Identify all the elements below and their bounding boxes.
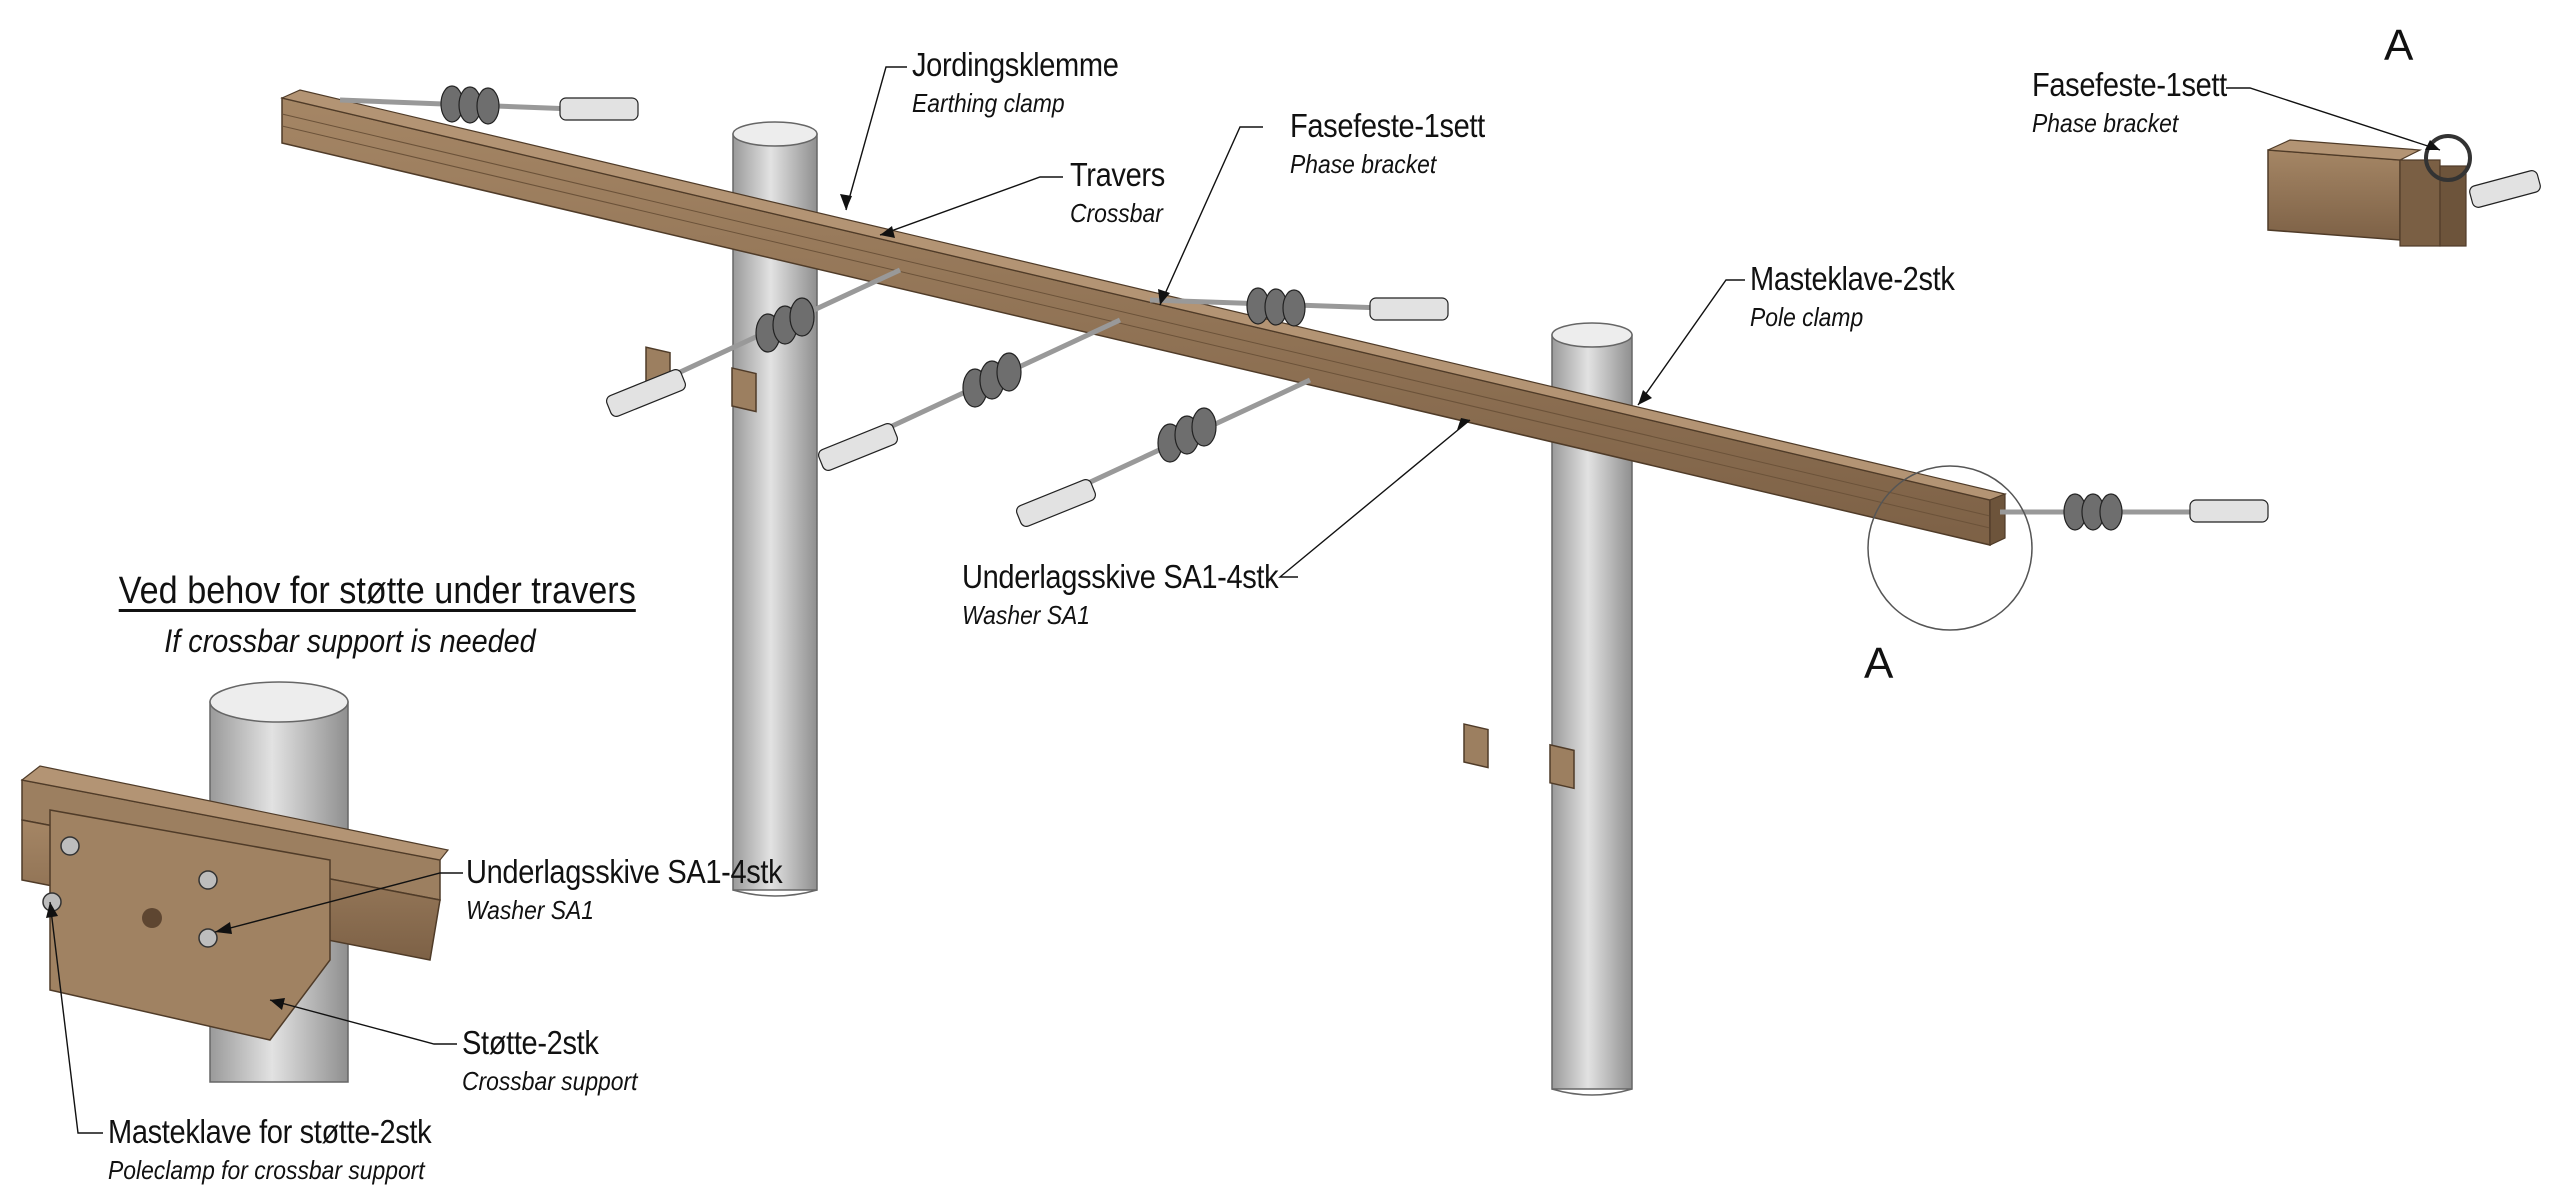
detail-a-illustration	[2267, 134, 2541, 247]
support-heading-no: Ved behov for støtte under travers	[118, 570, 636, 612]
label-pole-clamp: Masteklave-2stk Pole clamp	[1750, 262, 1982, 330]
support-section-heading: Ved behov for støtte under travers If cr…	[90, 570, 636, 660]
label-pole-clamp-en: Pole clamp	[1750, 302, 1864, 332]
label-crossbar-support: Støtte-2stk Crossbar support	[462, 1026, 661, 1094]
label-crossbar: Travers Crossbar	[1070, 158, 1178, 226]
label-washer-support: Underlagsskive SA1-4stk Washer SA1	[466, 855, 825, 923]
pole-right	[1551, 322, 1633, 1096]
label-washer-main-no: Underlagsskive SA1-4stk	[962, 558, 1279, 595]
label-phase-bracket-en: Phase bracket	[1290, 149, 1437, 179]
support-detail-illustration	[20, 681, 450, 1083]
label-washer-main-en: Washer SA1	[962, 600, 1091, 630]
label-crossbar-en: Crossbar	[1070, 198, 1163, 228]
detail-marker-top: A	[2384, 21, 2414, 70]
label-washer-support-no: Underlagsskive SA1-4stk	[466, 853, 783, 890]
label-earthing-clamp-en: Earthing clamp	[912, 88, 1065, 118]
label-pole-clamp-no: Masteklave-2stk	[1750, 260, 1955, 297]
label-earthing-clamp: Jordingsklemme Earthing clamp	[912, 48, 1147, 116]
label-washer-main: Underlagsskive SA1-4stk Washer SA1	[962, 560, 1321, 628]
label-washer-support-en: Washer SA1	[466, 895, 595, 925]
leader-arrows	[46, 140, 2440, 1010]
label-crossbar-support-en: Crossbar support	[462, 1066, 638, 1096]
label-earthing-clamp-no: Jordingsklemme	[912, 46, 1119, 83]
label-phase-bracket-detail-en: Phase bracket	[2032, 108, 2179, 138]
label-crossbar-support-no: Støtte-2stk	[462, 1024, 599, 1061]
label-poleclamp-support: Masteklave for støtte-2stk Poleclamp for…	[108, 1115, 475, 1183]
detail-marker-circle: A	[1864, 639, 1894, 688]
label-phase-bracket-detail-no: Fasefeste-1sett	[2032, 66, 2227, 103]
label-poleclamp-support-en: Poleclamp for crossbar support	[108, 1155, 425, 1185]
crossbar	[280, 89, 2007, 546]
label-phase-bracket: Fasefeste-1sett Phase bracket	[1290, 109, 1511, 177]
insulator-strings	[339, 85, 2269, 531]
label-phase-bracket-detail: Fasefeste-1sett Phase bracket	[2032, 68, 2253, 136]
label-phase-bracket-no: Fasefeste-1sett	[1290, 107, 1485, 144]
detail-circle	[1867, 465, 2033, 631]
leader-lines	[49, 66, 2441, 1134]
label-poleclamp-support-no: Masteklave for støtte-2stk	[108, 1113, 432, 1150]
support-heading-en: If crossbar support is needed	[164, 623, 536, 659]
label-crossbar-no: Travers	[1070, 156, 1165, 193]
